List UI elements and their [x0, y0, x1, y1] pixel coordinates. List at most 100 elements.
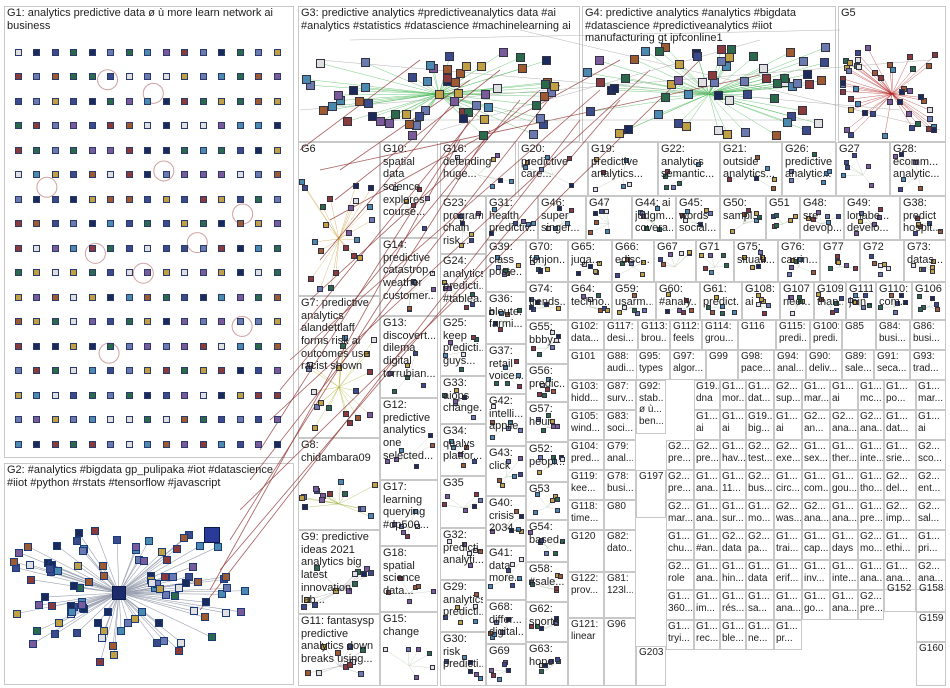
group-cell-g15: [380, 612, 438, 686]
small-group-cell: [774, 590, 802, 620]
small-group-cell: [720, 620, 746, 650]
small-group-cell: [830, 380, 858, 410]
group-cell-g122: [568, 572, 604, 618]
group-cell-g22: [658, 142, 720, 196]
group-cell-g101: [568, 350, 604, 380]
group-cell-g6: [298, 142, 380, 296]
small-group-cell: [720, 380, 746, 410]
group-cell-g39: [486, 240, 526, 292]
small-group-cell: [802, 530, 830, 560]
small-group-cell: [884, 380, 916, 410]
small-group-cell: [916, 560, 946, 590]
small-group-cell: [694, 620, 720, 650]
group-cell-g109: [814, 282, 846, 320]
group-cell-g95: [636, 350, 670, 380]
group-cell-g38: [900, 196, 946, 240]
group-cell-g106: [912, 282, 946, 320]
group-cell-g33: [440, 376, 486, 424]
small-group-cell: [746, 590, 774, 620]
small-group-cell: [802, 560, 830, 590]
group-cell-g27: [836, 142, 890, 196]
group-cell-g48: [800, 196, 844, 240]
small-group-cell: [720, 560, 746, 590]
small-group-cell: [916, 530, 946, 560]
group-cell-g29: [440, 580, 486, 632]
small-group-cell: [694, 560, 720, 590]
group-cell-g55: [526, 320, 568, 364]
small-group-cell: [858, 500, 884, 530]
group-cell-g87: [604, 380, 636, 410]
group-cell-g69: [486, 644, 526, 686]
group-cell-g45: [676, 196, 720, 240]
group-cell-g54: [526, 520, 568, 562]
group-cell-g108: [742, 282, 780, 320]
small-group-cell: [694, 590, 720, 620]
group-cell-g75: [734, 240, 778, 282]
group-cell-g72: [860, 240, 904, 282]
group-cell-g1: [4, 6, 294, 458]
group-cell-g44: [632, 196, 676, 240]
small-group-cell: [802, 500, 830, 530]
group-cell-g65: [568, 240, 612, 282]
group-cell-g2: [4, 463, 294, 685]
group-cell-g93: [910, 350, 946, 380]
small-group-cell: [774, 440, 802, 470]
group-cell-g30: [440, 632, 486, 686]
group-cell-g62: [526, 602, 568, 642]
small-group-cell: [720, 440, 746, 470]
group-cell-g40: [486, 496, 526, 546]
group-cell-g61: [700, 282, 742, 320]
small-group-cell: [858, 560, 884, 590]
group-cell-g41: [486, 546, 526, 600]
group-cell-g35: [440, 476, 486, 528]
group-cell-g36: [486, 292, 526, 344]
group-cell-g9: [298, 530, 380, 614]
group-cell-g118: [568, 500, 604, 530]
small-group-cell: [774, 380, 802, 410]
group-cell-g24: [440, 254, 486, 316]
small-group-cell: [694, 500, 720, 530]
small-group-cell: [802, 410, 830, 440]
group-cell-g111: [846, 282, 876, 320]
group-cell-g11: [298, 614, 380, 686]
group-cell-g68: [486, 600, 526, 644]
small-group-cell: [694, 410, 720, 440]
group-cell-g52: [526, 442, 568, 482]
small-group-cell: [666, 470, 694, 500]
small-group-cell: [694, 380, 720, 410]
group-cell-g59: [612, 282, 656, 320]
small-group-cell: [802, 470, 830, 500]
small-group-cell: [884, 470, 916, 500]
group-cell-g42: [486, 394, 526, 446]
group-cell-g51: [766, 196, 800, 240]
group-cell-g31: [486, 196, 538, 240]
small-group-cell: [746, 530, 774, 560]
small-group-cell: [830, 530, 858, 560]
group-cell-g94: [774, 350, 806, 380]
small-group-cell: [916, 500, 946, 530]
group-cell-g18: [380, 546, 438, 612]
group-cell-g4: [582, 6, 836, 142]
group-cell-g76: [778, 240, 820, 282]
small-group-cell: [830, 500, 858, 530]
group-cell-g120: [568, 530, 604, 572]
small-group-cell: [774, 410, 802, 440]
small-group-cell: [858, 440, 884, 470]
group-cell-g58: [526, 562, 568, 602]
group-cell-g160: [916, 642, 946, 686]
group-cell-g73: [904, 240, 946, 282]
group-cell-g203: [636, 646, 666, 686]
small-group-cell: [720, 590, 746, 620]
group-cell-g74: [526, 282, 568, 320]
small-group-cell: [720, 530, 746, 560]
group-cell-g98: [738, 350, 774, 380]
group-cell-g117: [604, 320, 638, 350]
group-cell-g50: [720, 196, 766, 240]
group-cell-g60: [656, 282, 700, 320]
small-group-cell: [666, 500, 694, 530]
small-group-cell: [720, 470, 746, 500]
small-group-cell: [858, 380, 884, 410]
group-cell-g113: [638, 320, 670, 350]
group-cell-g107: [780, 282, 814, 320]
